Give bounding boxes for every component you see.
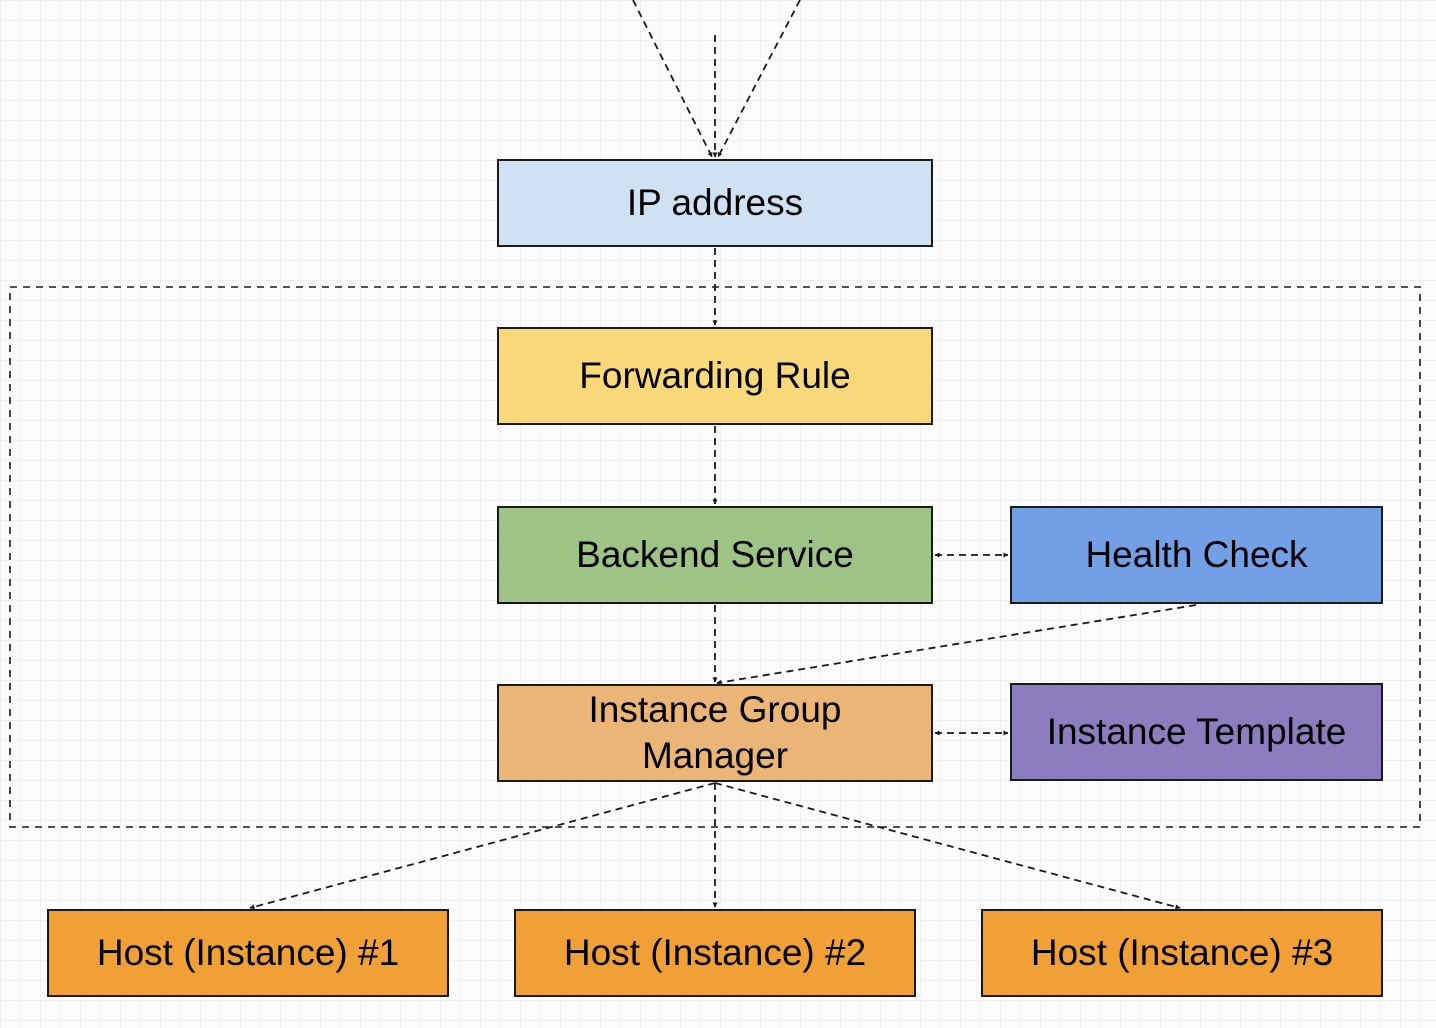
instance-template-box: Instance Template: [1010, 683, 1383, 781]
host-instance-1-box: Host (Instance) #1: [47, 909, 449, 997]
instance-group-manager-label: Instance Group Manager: [588, 689, 842, 776]
host-instance-1-label: Host (Instance) #1: [96, 932, 400, 973]
backend-service-box: Backend Service: [497, 506, 933, 604]
ip-address-label: IP address: [626, 182, 804, 223]
host-instance-2-label: Host (Instance) #2: [563, 932, 867, 973]
backend-service-label: Backend Service: [576, 534, 854, 575]
forwarding-rule-label: Forwarding Rule: [579, 355, 851, 396]
host-instance-2-box: Host (Instance) #2: [514, 909, 916, 997]
host-instance-3-box: Host (Instance) #3: [981, 909, 1383, 997]
host-instance-3-label: Host (Instance) #3: [1030, 932, 1334, 973]
group-boundary: [9, 286, 1421, 828]
ip-address-box: IP address: [497, 159, 933, 247]
instance-template-label: Instance Template: [1046, 711, 1347, 752]
incoming-traffic-arrow-3: [717, 0, 801, 158]
health-check-box: Health Check: [1010, 506, 1383, 604]
instance-group-manager-to-host-1-arrow: [249, 782, 716, 910]
health-check-to-instance-group-manager-arrow: [716, 604, 1197, 685]
forwarding-rule-box: Forwarding Rule: [497, 327, 933, 425]
instance-group-manager-box: Instance Group Manager: [497, 684, 933, 782]
health-check-label: Health Check: [1085, 534, 1308, 575]
instance-group-manager-to-host-3-arrow: [714, 782, 1181, 910]
incoming-traffic-arrow-1: [632, 0, 713, 158]
